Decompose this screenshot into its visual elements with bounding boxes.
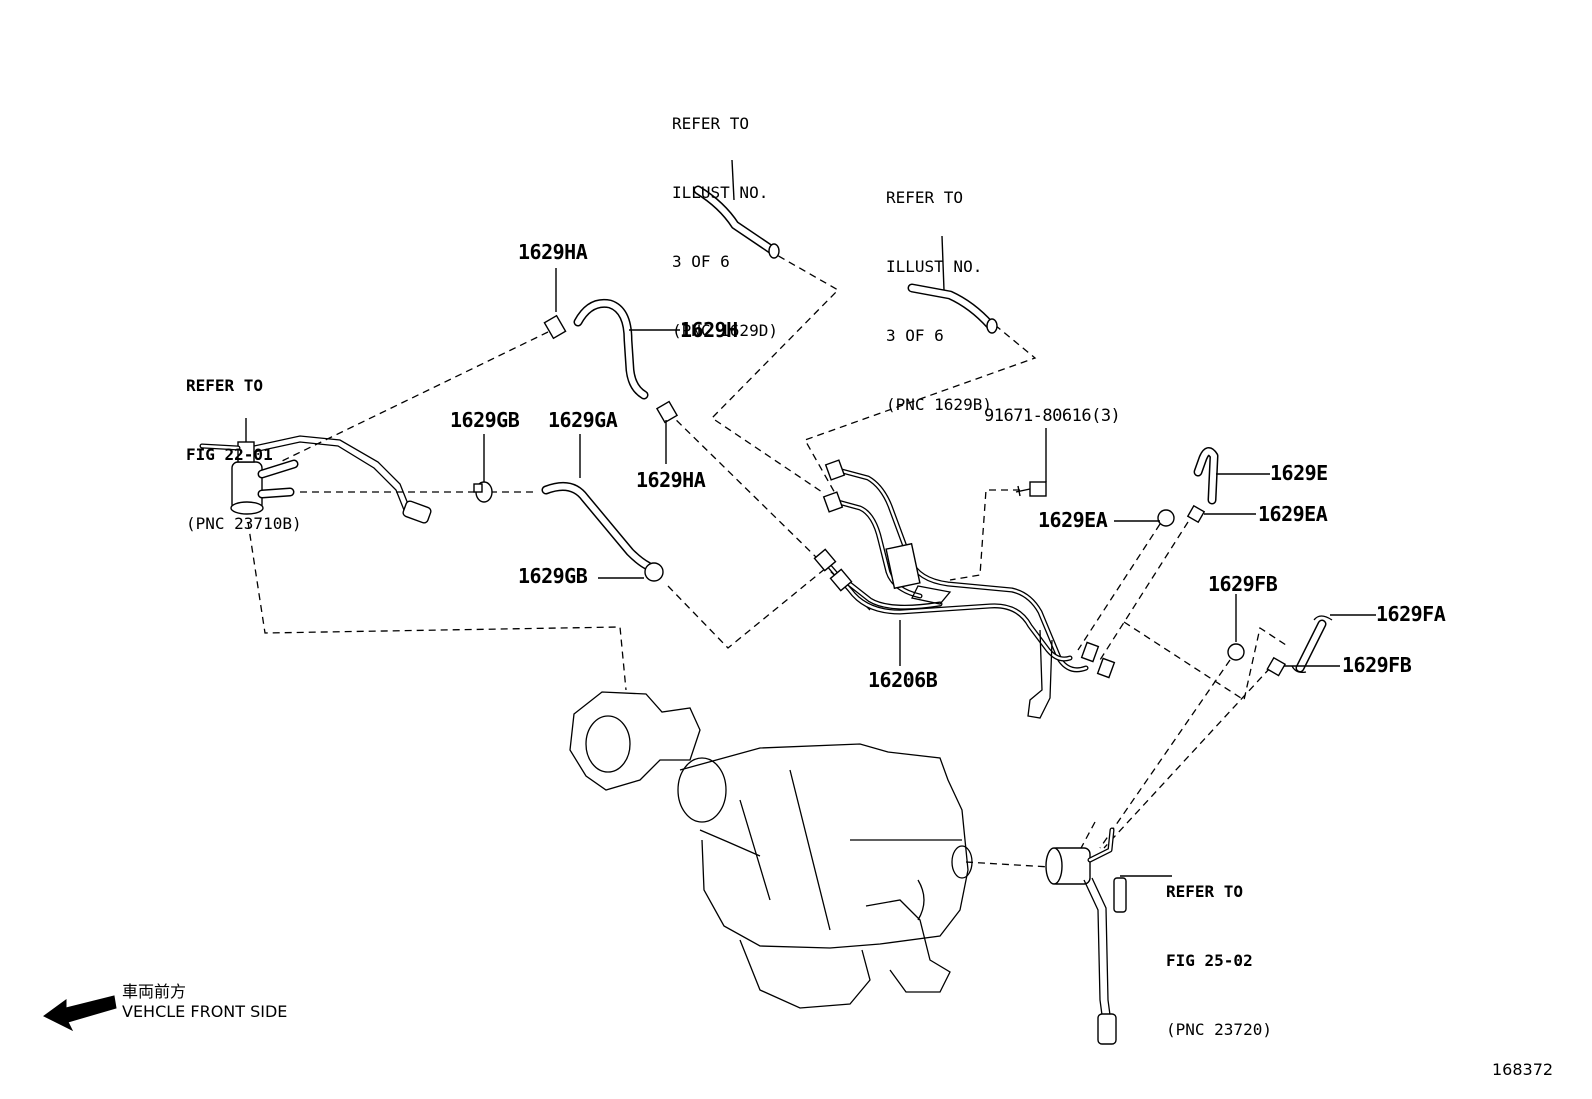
- vsv-assembly-left: [199, 418, 432, 524]
- ref-line: 3 OF 6: [886, 326, 944, 345]
- engine-block-outline: [569, 691, 973, 1009]
- hose-1629ga: [541, 481, 653, 571]
- ref-line: ILLUST NO.: [672, 183, 769, 202]
- clip-1629gb-bottom: [644, 562, 664, 582]
- hose-1629b: [907, 283, 998, 334]
- hose-1629fa: [1291, 615, 1333, 674]
- ref-line: REFER TO: [186, 376, 264, 395]
- ref-line: FIG 25-02: [1166, 951, 1253, 970]
- hose-1629h: [573, 298, 649, 400]
- part-label-16206b: 16206B: [868, 668, 938, 692]
- orientation-note-jp: 車両前方: [122, 982, 187, 1001]
- ref-illust-3of6-1629b: REFER TO ILLUST NO. 3 OF 6 (PNC 1629B): [886, 140, 992, 439]
- leader-lines: [483, 159, 1376, 667]
- clip-1629gb-top: [473, 481, 493, 503]
- part-label-1629ea-right: 1629EA: [1258, 502, 1328, 526]
- part-label-1629ea-left: 1629EA: [1038, 508, 1108, 532]
- clip-1629fb-bottom: [1266, 656, 1287, 677]
- part-label-1629fb-top: 1629FB: [1208, 572, 1278, 596]
- ref-line: 3 OF 6: [672, 252, 730, 271]
- part-label-1629ha-top: 1629HA: [518, 240, 588, 264]
- ref-line: FIG 22-01: [186, 445, 273, 464]
- part-label-1629ga: 1629GA: [548, 408, 618, 432]
- part-label-bolt: 91671-80616(3): [984, 406, 1121, 426]
- part-label-1629fb-bottom: 1629FB: [1342, 653, 1412, 677]
- ref-fig-25-02: REFER TO FIG 25-02 (PNC 23720): [1166, 834, 1272, 1064]
- clip-1629ha-mid: [655, 400, 679, 424]
- bolt-91671: [1015, 481, 1047, 497]
- clip-1629ha-top: [543, 314, 567, 340]
- clip-1629fb-top: [1227, 643, 1245, 661]
- vsv-assembly-right: [1045, 827, 1172, 1045]
- hose-1629d: [693, 185, 780, 259]
- ref-line: ILLUST NO.: [886, 257, 983, 276]
- ref-fig-22-01: REFER TO FIG 22-01 (PNC 23710B): [186, 328, 302, 558]
- clip-1629ea-right: [1186, 504, 1206, 524]
- illustration-number: 168372: [1492, 1060, 1554, 1079]
- ref-illust-3of6-1629d: REFER TO ILLUST NO. 3 OF 6 (PNC 1629D): [672, 66, 778, 365]
- vehicle-front-arrow-icon: [43, 995, 117, 1032]
- part-label-1629ha-mid: 1629HA: [636, 468, 706, 492]
- ref-line: (PNC 1629B): [886, 395, 992, 414]
- hose-1629e: [1193, 447, 1219, 505]
- ref-line: REFER TO: [672, 114, 750, 133]
- part-label-1629h: 1629H: [680, 318, 738, 342]
- pipe-assembly-16206b: [813, 459, 1116, 719]
- part-label-1629e: 1629E: [1270, 461, 1328, 485]
- ref-line: REFER TO: [886, 188, 964, 207]
- dashed-assembly-lines: [247, 249, 1287, 868]
- clip-1629ea-left: [1157, 509, 1175, 527]
- part-label-1629gb-bottom: 1629GB: [518, 564, 588, 588]
- part-label-1629fa: 1629FA: [1376, 602, 1446, 626]
- ref-line: (PNC 23720): [1166, 1020, 1272, 1039]
- part-label-1629gb-top: 1629GB: [450, 408, 520, 432]
- ref-line: (PNC 23710B): [186, 514, 302, 533]
- ref-line: (PNC 1629D): [672, 321, 778, 340]
- orientation-note-en: VEHCLE FRONT SIDE: [122, 1002, 288, 1021]
- ref-line: REFER TO: [1166, 882, 1244, 901]
